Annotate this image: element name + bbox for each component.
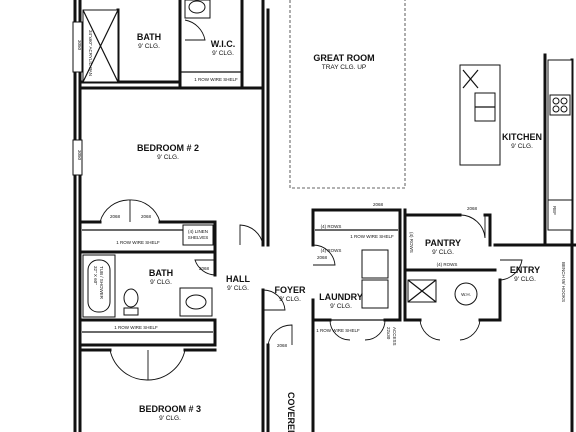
kitchen-ceiling: 9' CLG. [511,143,533,150]
note-door-d: 2068 [277,343,288,348]
note-rows-b: (4) ROWS [321,248,342,253]
note-wire-shelf-bed2: 1 ROW WIRE SHELF [116,240,160,245]
note-wire-shelf-wic: 1 ROW WIRE SHELF [194,77,238,82]
foyer-ceiling: 9' CLG. [279,296,301,303]
note-door-c: 2068 [373,202,384,207]
doors [99,19,523,381]
wic-name: W.I.C. [211,39,236,49]
entry-ceiling: 9' CLG. [514,276,536,283]
fixtures [72,0,573,333]
note-attic-access: ACCESS [392,327,397,346]
laundry-ceiling: 9' CLG. [330,303,352,310]
note-bench: BENCH W/ HOOKS [561,262,566,302]
note-rows-pantry: (4) ROWS [437,262,458,267]
note-door-a: 2068 [110,214,121,219]
great-room-ceiling: TRAY CLG. UP [322,64,367,71]
note-attic: 22x30 [386,327,391,340]
covered-porch-name: COVERED P [286,392,296,432]
note-door-e: 2068 [317,255,328,260]
note-shower: 34"x60" ACRYLIC PAN [88,30,93,76]
hall-name: HALL [226,274,250,284]
annotations: 1 ROW WIRE SHELF 1 ROW WIRE SHELF 1 ROW … [77,30,566,348]
hall-ceiling: 9' CLG. [227,285,249,292]
pantry-name: PANTRY [425,238,461,248]
bath-mid-name: BATH [149,268,173,278]
note-door-f: 2068 [467,206,478,211]
note-rows-side: (4) ROWS [409,232,414,253]
note-wire-shelf-bath: 1 ROW WIRE SHELF [114,325,158,330]
note-window-a: 3050 [77,150,82,161]
great-room-name: GREAT ROOM [313,53,374,63]
bedroom2-name: BEDROOM # 2 [137,143,199,153]
note-tub: 32" X 60" [93,266,98,285]
entry-name: ENTRY [510,265,540,275]
note-rows-a: (4) ROWS [321,224,342,229]
note-wire-shelf-laundry: 1 ROW WIRE SHELF [350,234,394,239]
note-linen-shelves: SHELVES [188,235,208,240]
room-labels: BATH 9' CLG. W.I.C. 9' CLG. GREAT ROOM T… [137,32,542,432]
bedroom2-ceiling: 9' CLG. [157,154,179,161]
note-linen: (4) LINEN [188,229,208,234]
laundry-name: LAUNDRY [319,292,363,302]
note-door-g: 2068 [199,266,210,271]
bath-mid-ceiling: 9' CLG. [150,279,172,286]
pantry-ceiling: 9' CLG. [432,249,454,256]
kitchen-name: KITCHEN [502,132,542,142]
note-window-b: 3050 [77,40,82,51]
note-ref: REF [552,206,557,215]
bath-top-ceiling: 9' CLG. [138,43,160,50]
bedroom3-name: BEDROOM # 3 [139,404,201,414]
bedroom3-ceiling: 9' CLG. [159,415,181,422]
note-door-b: 2068 [141,214,152,219]
wic-ceiling: 9' CLG. [212,50,234,57]
note-wh: W.H. [461,292,471,297]
bath-top-name: BATH [137,32,161,42]
foyer-name: FOYER [274,285,306,295]
walls [73,0,576,432]
note-tub-shower: TUB / SHOWER [99,266,104,300]
note-wire-shelf-closet: 1 ROW WIRE SHELF [316,328,360,333]
